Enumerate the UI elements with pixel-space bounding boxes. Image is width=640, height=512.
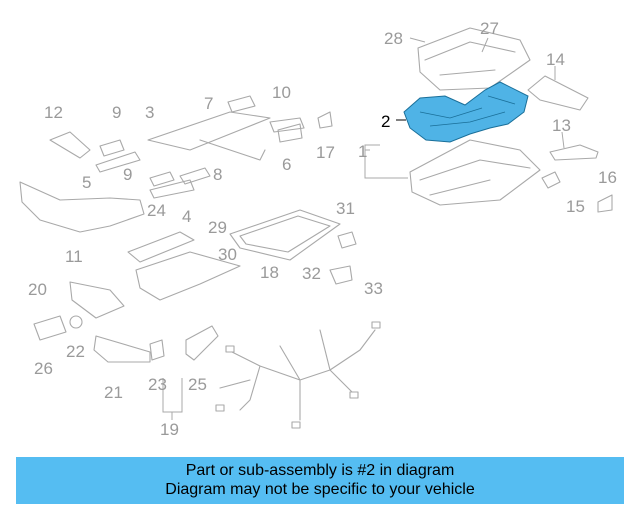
- callout-20: 20: [28, 280, 47, 299]
- banner-line-2: Diagram may not be specific to your vehi…: [165, 481, 475, 498]
- callout-29: 29: [208, 218, 227, 237]
- callout-15: 15: [566, 197, 585, 216]
- callout-4: 4: [182, 207, 191, 226]
- callout-11: 11: [65, 247, 83, 266]
- callout-19: 19: [160, 420, 179, 439]
- rail-part: [147, 111, 271, 161]
- callout-22: 22: [66, 342, 85, 361]
- callout-10: 10: [272, 83, 291, 102]
- info-banner: Part or sub-assembly is #2 in diagram Di…: [16, 457, 624, 504]
- wiring-harness-part: [215, 321, 381, 429]
- callout-31: 31: [336, 199, 355, 218]
- callout-9-upper: 9: [112, 103, 121, 122]
- callout-7: 7: [204, 94, 213, 113]
- callout-2: 2: [381, 112, 390, 131]
- seat-frame-part-highlighted: [403, 81, 529, 143]
- callout-28: 28: [384, 29, 403, 48]
- seat-track-part: [409, 139, 541, 206]
- callout-17: 17: [316, 143, 335, 162]
- callout-5: 5: [82, 173, 91, 192]
- callout-14: 14: [546, 50, 565, 69]
- callout-25: 25: [188, 375, 207, 394]
- callout-8: 8: [213, 165, 222, 184]
- parts-diagram: 1 2 3 4 5 6 7 8 9 9 10 11 12 13 14 15 16…: [19, 19, 617, 439]
- side-trim-part: [19, 181, 145, 233]
- callout-16: 16: [598, 168, 617, 187]
- callout-27: 27: [480, 19, 499, 38]
- callout-12: 12: [44, 103, 63, 122]
- lever-part: [549, 144, 599, 161]
- callout-30: 30: [218, 245, 237, 264]
- callout-24: 24: [147, 201, 166, 220]
- callout-6: 6: [282, 155, 291, 174]
- callout-32: 32: [302, 264, 321, 283]
- bracket-part: [527, 75, 589, 111]
- callout-21: 21: [104, 383, 123, 402]
- callout-23: 23: [148, 375, 167, 394]
- callout-13: 13: [552, 116, 571, 135]
- callout-18: 18: [260, 263, 279, 282]
- seat-cushion-part: [417, 27, 531, 91]
- cushion-frame-part: [229, 209, 341, 261]
- callout-33: 33: [364, 279, 383, 298]
- callout-3: 3: [145, 103, 154, 122]
- callout-9-lower: 9: [123, 165, 132, 184]
- banner-line-1: Part or sub-assembly is #2 in diagram: [185, 462, 455, 479]
- callout-26: 26: [34, 359, 53, 378]
- callout-1: 1: [358, 142, 367, 161]
